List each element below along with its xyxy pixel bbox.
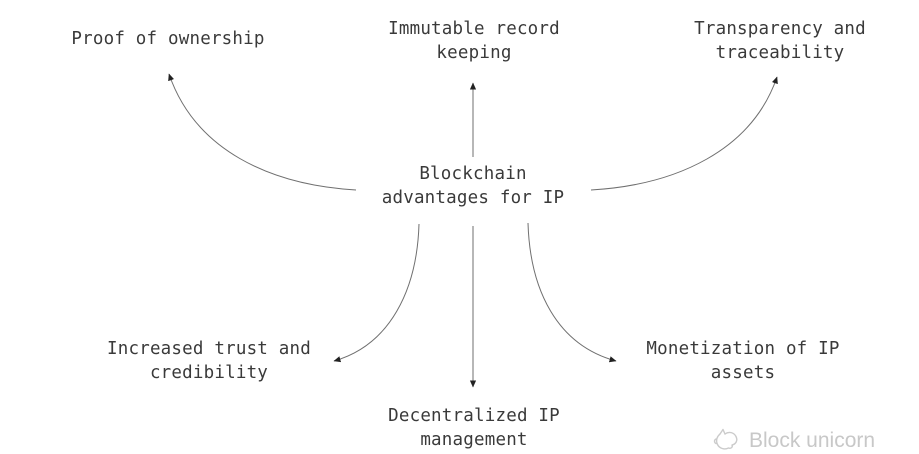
node-monetization-of-ip-assets: Monetization of IP assets xyxy=(646,337,839,385)
node-label-line1: Decentralized IP xyxy=(388,406,560,426)
node-label-line2: keeping xyxy=(436,43,512,63)
node-label-line2: management xyxy=(420,430,528,450)
node-label-line2: credibility xyxy=(149,363,269,383)
node-label-line2: traceability xyxy=(715,43,845,63)
node-proof-of-ownership: Proof of ownership xyxy=(71,27,264,51)
node-label-line2: assets xyxy=(710,363,776,383)
watermark-label: Block unicorn xyxy=(749,429,876,452)
arrow-to-monetization-of-ip-assets xyxy=(527,222,617,363)
node-label-line1: Increased trust and xyxy=(107,339,311,359)
center-node-line1: Blockchain xyxy=(419,164,527,184)
node-label-line1: Immutable record xyxy=(388,19,560,39)
arrow-to-increased-trust-and-credibility xyxy=(333,223,420,363)
node-transparency-and-traceability: Transparency and traceability xyxy=(694,17,866,65)
node-label-line1: Monetization of IP xyxy=(646,339,840,359)
watermark: Block unicorn xyxy=(712,428,875,454)
node-immutable-record-keeping: Immutable record keeping xyxy=(388,17,560,65)
center-node: Blockchain advantages for IP xyxy=(382,162,565,210)
arrow-to-transparency-and-traceability xyxy=(590,76,778,191)
node-decentralized-ip-management: Decentralized IP management xyxy=(388,404,560,452)
unicorn-icon xyxy=(713,428,738,450)
node-label-line1: Proof of ownership xyxy=(71,29,265,49)
arrow-to-proof-of-ownership xyxy=(168,73,357,191)
center-node-line2: advantages for IP xyxy=(381,188,565,208)
node-label-line1: Transparency and xyxy=(694,19,866,39)
node-increased-trust-and-credibility: Increased trust and credibility xyxy=(107,337,311,385)
